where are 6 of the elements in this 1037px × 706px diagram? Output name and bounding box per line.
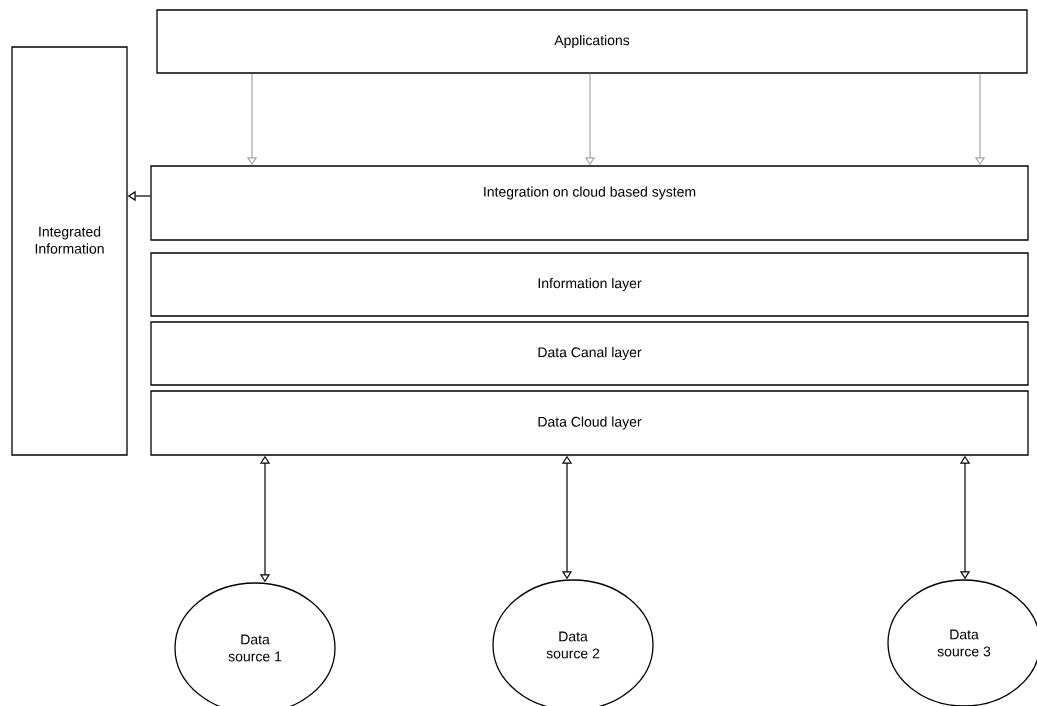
layer-box: Information layer [150, 252, 1029, 317]
layer-box: Applications [156, 9, 1028, 74]
side-box: Integrated Information [11, 46, 128, 456]
layer-box: Integration on cloud based system [150, 165, 1029, 241]
layer-box: Data Cloud layer [150, 390, 1029, 456]
layer-box: Data Canal layer [150, 321, 1029, 386]
